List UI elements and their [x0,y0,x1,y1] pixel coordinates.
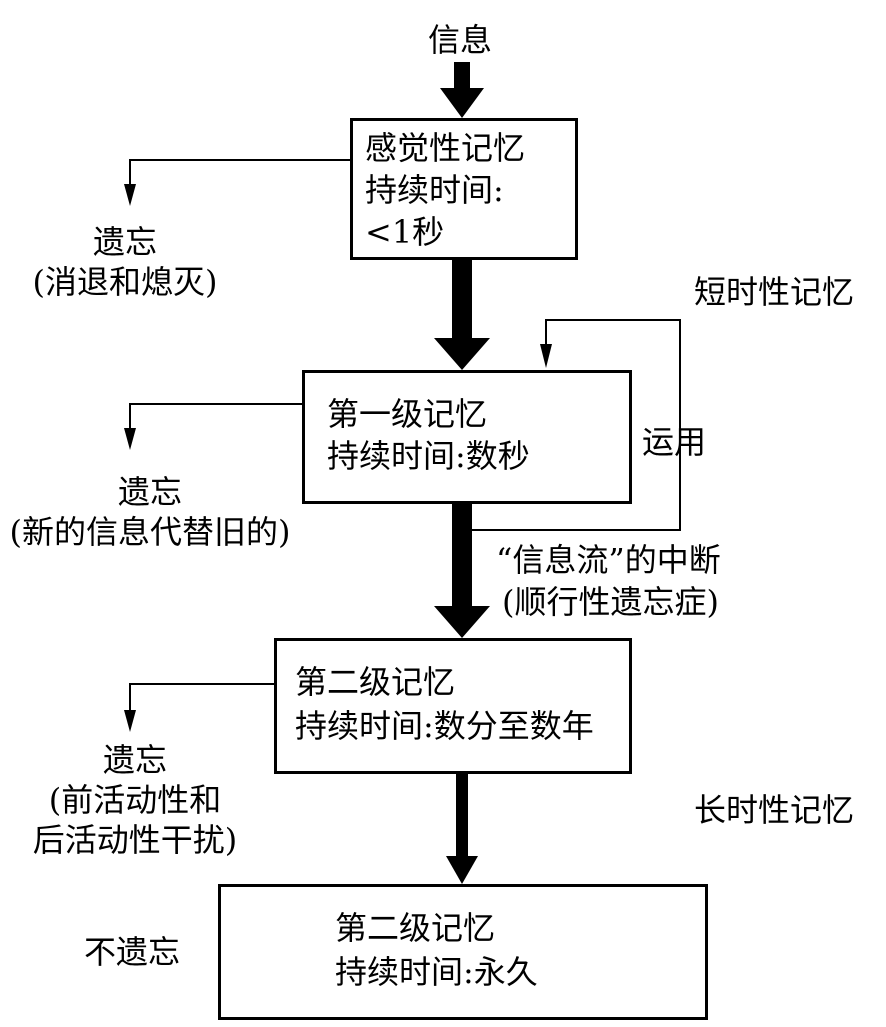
forget-arrow-1 [124,159,350,206]
interrupt-label: “信息流”的中断 [496,541,721,579]
forget-3-reason-1: (前活动性和 [48,781,222,819]
sensory-memory-title: 感觉性记忆 [365,129,526,167]
sensory-memory-duration-value: <1秒 [365,213,445,251]
permanent-memory-box: 第二级记忆 持续时间:永久 [218,884,708,1020]
interrupt-sub-label: (顺行性遗忘症) [502,583,719,621]
input-arrow [440,62,484,118]
forget-3-title: 遗忘 [102,741,167,779]
rehearsal-loop [462,319,681,531]
second-level-memory-title: 第二级记忆 [295,663,456,701]
forget-3-reason-2: 后活动性干扰) [32,821,238,859]
arrow-first-to-second [434,504,490,638]
second-level-memory-box: 第二级记忆 持续时间:数分至数年 [274,638,632,774]
first-level-memory-box: 第一级记忆 持续时间:数秒 [302,370,632,504]
forget-1-reason: (消退和熄灭) [32,263,218,301]
sensory-memory-box: 感觉性记忆 持续时间: <1秒 [350,118,578,260]
arrow-sensory-to-first [434,258,490,370]
permanent-memory-duration: 持续时间:永久 [335,953,538,991]
arrow-second-to-permanent [446,773,478,884]
forget-2-title: 遗忘 [117,473,182,511]
forget-arrow-2 [124,403,302,450]
permanent-memory-title: 第二级记忆 [335,909,496,947]
long-term-memory-label: 长时性记忆 [694,791,855,829]
no-forget-label: 不遗忘 [84,933,181,971]
forget-1-title: 遗忘 [92,223,157,261]
short-term-memory-label: 短时性记忆 [694,273,855,311]
forget-label-1: 遗忘 (消退和熄灭) [20,222,230,302]
forget-label-2: 遗忘 (新的信息代替旧的) [0,472,300,552]
first-level-memory-title: 第一级记忆 [327,395,488,433]
second-level-memory-duration: 持续时间:数分至数年 [295,707,594,745]
forget-label-3: 遗忘 (前活动性和 后活动性干扰) [10,740,260,860]
first-level-memory-duration: 持续时间:数秒 [327,437,530,475]
use-label: 运用 [642,423,707,461]
input-label: 信息 [428,21,493,59]
forget-arrow-3 [124,683,274,732]
sensory-memory-duration-label: 持续时间: [365,171,504,209]
forget-2-reason: (新的信息代替旧的) [9,513,291,551]
